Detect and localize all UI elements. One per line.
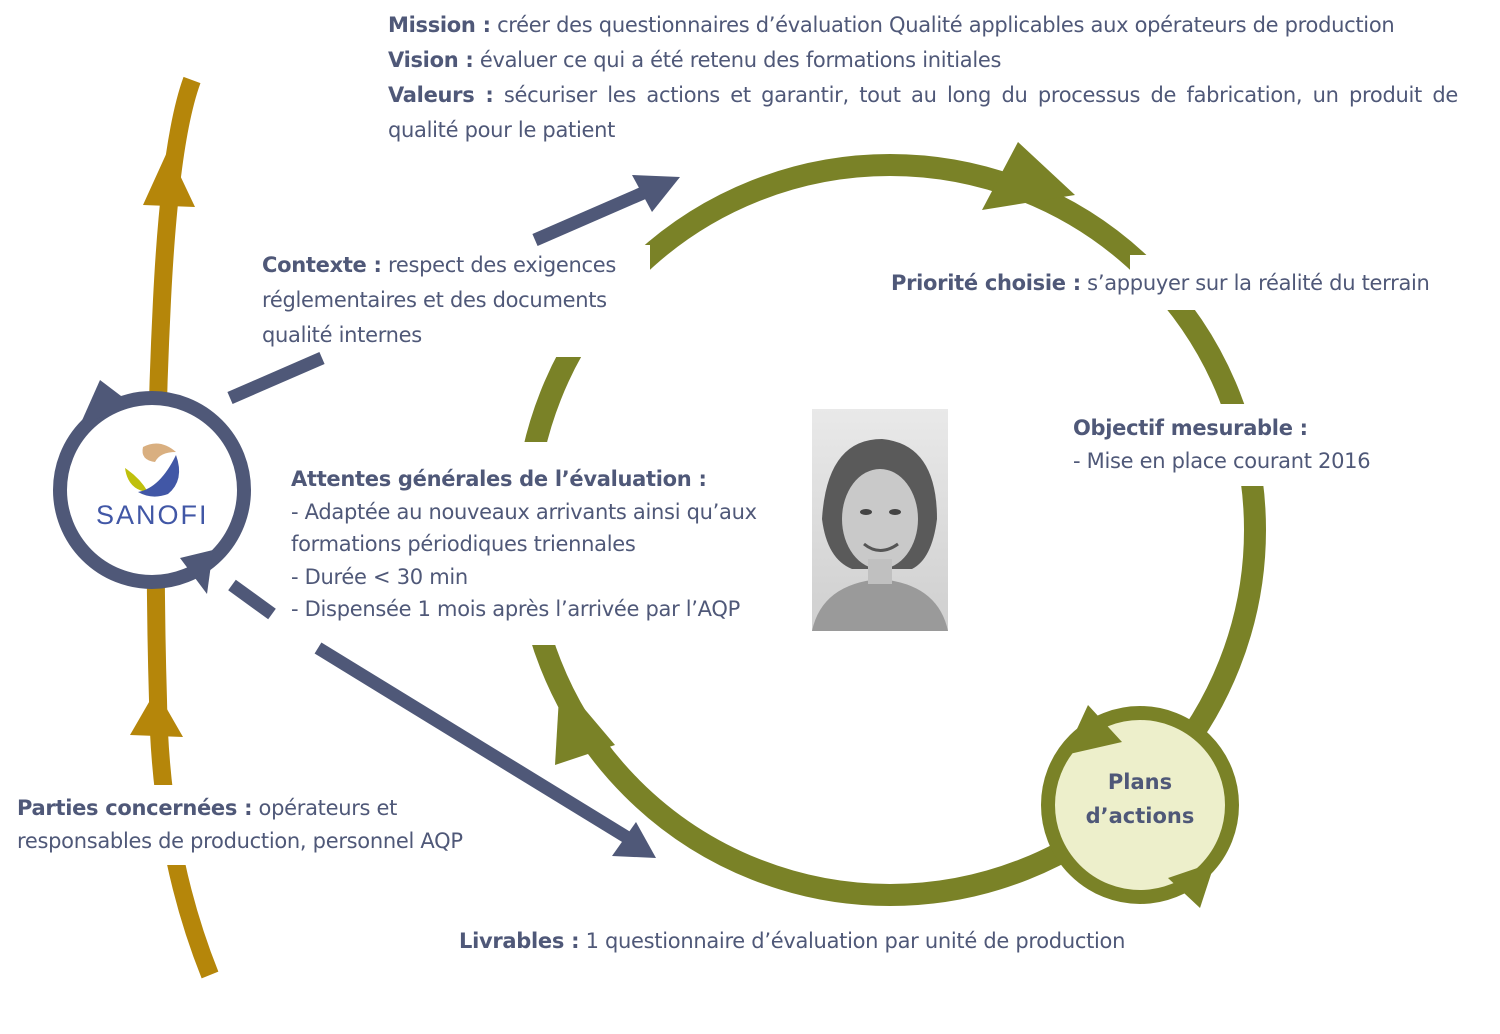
plans-arrowhead-top — [1065, 705, 1122, 755]
cycle-arrowhead-left — [555, 680, 615, 765]
person-icon — [812, 439, 948, 631]
plans-arrowhead-bottom — [1168, 862, 1215, 908]
mission-text: Mission : créer des questionnaires d’éva… — [388, 13, 1395, 37]
parties-text: Parties concernées : opérateurs et respo… — [17, 796, 463, 853]
navy-arrowhead-livrables — [612, 822, 656, 858]
sanofi-logo-text: SANOFI — [96, 500, 209, 530]
plans-circle — [1041, 706, 1239, 904]
sanofi-arrowhead-top — [80, 380, 133, 425]
cycle-arrowhead-top — [982, 142, 1075, 210]
vision-text: Vision : évaluer ce qui a été retenu des… — [388, 48, 1002, 72]
navy-arrowhead-mission — [632, 175, 680, 212]
mission-vision-valeurs: Mission : créer des questionnaires d’éva… — [388, 8, 1488, 148]
navy-arrow-mission — [532, 184, 653, 246]
contexte-text: Contexte : respect des exigences régleme… — [262, 253, 617, 347]
navy-line-attentes — [228, 579, 276, 620]
portrait-photo — [812, 409, 948, 631]
livrables-text: Livrables : 1 questionnaire d’évaluation… — [459, 929, 1126, 953]
priorite-text: Priorité choisie : s’appuyer sur la réal… — [891, 271, 1430, 295]
gold-arrowhead-top — [143, 150, 195, 207]
objectif-text: Objectif mesurable : - Mise en place cou… — [1073, 416, 1371, 473]
navy-line-contexte — [227, 352, 325, 404]
attentes-text: Attentes générales de l’évaluation : - A… — [291, 467, 757, 621]
sanofi-arrowhead-bottom — [180, 550, 213, 594]
gold-arrowhead-bottom — [130, 690, 183, 737]
navy-arrow-livrables — [314, 642, 632, 844]
plans-actions-label: Plans d’actions — [1085, 770, 1195, 828]
valeurs-text: Valeurs : sécuriser les actions et garan… — [388, 83, 1458, 142]
sanofi-logo-icon — [125, 443, 180, 497]
